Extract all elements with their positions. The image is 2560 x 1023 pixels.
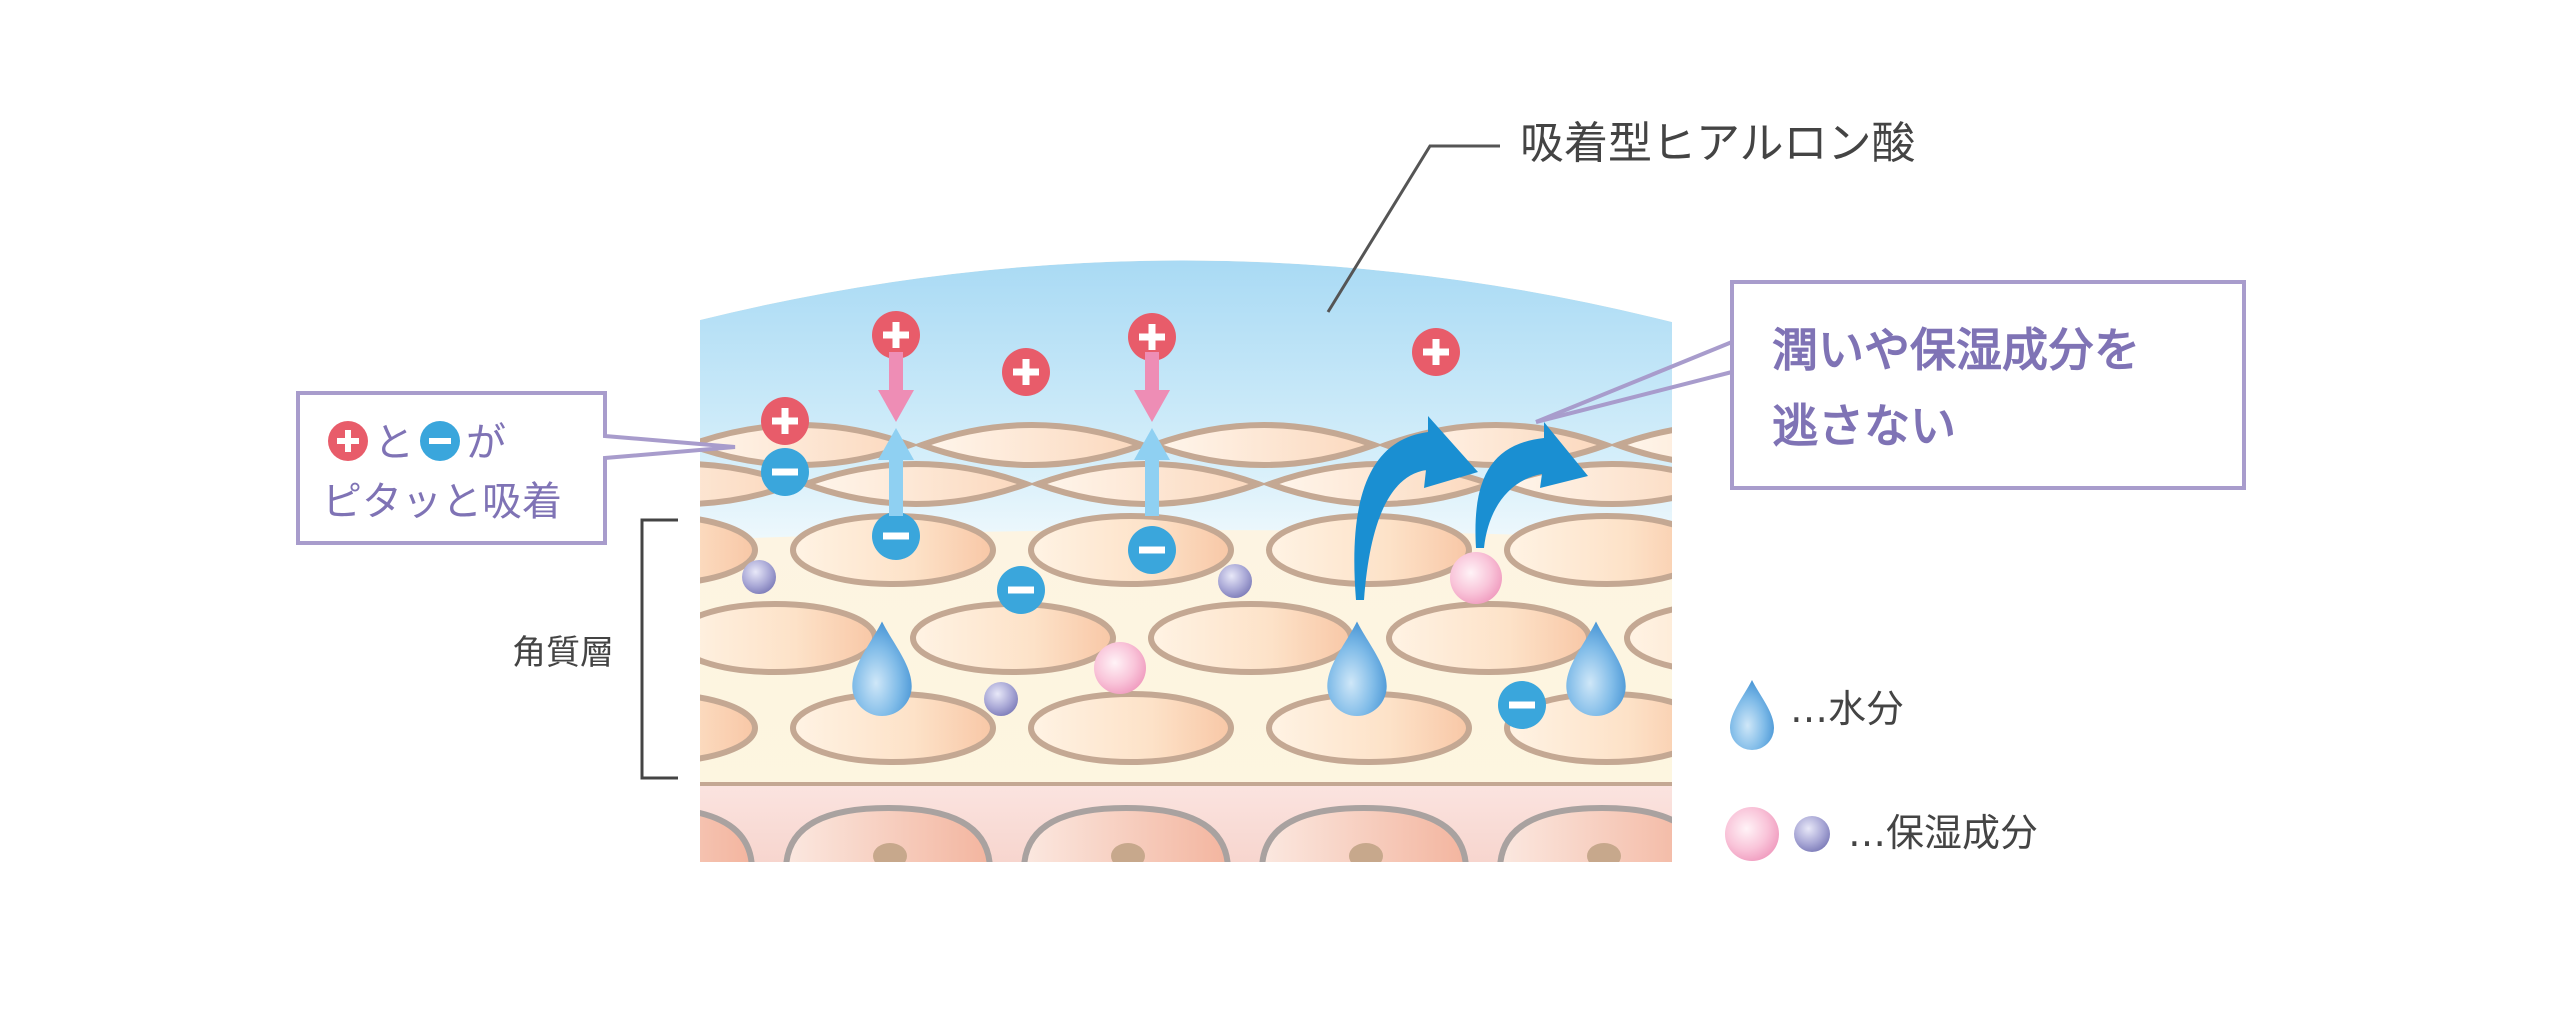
- cell-nucleus: [873, 843, 907, 863]
- water-drop-icon: [1327, 621, 1387, 716]
- pink-arrow: [1134, 352, 1170, 422]
- basal-cell-row: [635, 804, 2097, 869]
- water-drop-icon: [1730, 680, 1774, 750]
- curved-blue-arrow: [1354, 416, 1478, 600]
- corneocyte-cell: [910, 601, 1116, 675]
- plus-ion-icon: [1412, 328, 1460, 376]
- attract-mid-text: と: [374, 420, 414, 466]
- cell-nucleus: [1587, 843, 1621, 863]
- cell-nucleus: [1349, 843, 1383, 863]
- corneocyte-cell: [1386, 601, 1592, 675]
- pink-arrow: [878, 352, 914, 422]
- minus-ion-icon: [761, 448, 809, 496]
- basal-cell: [700, 804, 755, 863]
- minus-ion-icon: [420, 421, 460, 461]
- retain-line1-text: 潤いや保湿成分を: [1772, 323, 2140, 377]
- corneocyte-rows: [700, 513, 2183, 765]
- moisturizer-sphere-icon: [1094, 642, 1146, 694]
- corneocyte-cell: [700, 691, 758, 765]
- corneocyte-cell: [1504, 513, 1672, 587]
- plus-ion-icon: [1128, 313, 1176, 361]
- moisturizer-sphere-icon: [984, 682, 1018, 716]
- corneocyte-cell: [1148, 601, 1354, 675]
- retain-line2-text: 逃さない: [1772, 399, 1956, 453]
- plus-ion-icon: [872, 311, 920, 359]
- light-blue-arrow: [1134, 428, 1170, 516]
- basal-cell: [1021, 804, 1231, 863]
- flat-cell: [797, 461, 1035, 507]
- moisturizer-sphere-icon: [1725, 807, 1779, 861]
- stratum-bracket: [640, 518, 678, 780]
- corneocyte-cell: [1028, 691, 1234, 765]
- water-drop-icon: [1566, 621, 1626, 716]
- flat-cell: [1145, 422, 1383, 468]
- attract-callout: と が ピタッと吸着: [296, 391, 736, 545]
- attract-line2-text: ピタッと吸着: [322, 479, 562, 525]
- curved-blue-arrow: [1475, 422, 1588, 548]
- moisturizer-sphere-icon: [1450, 552, 1502, 604]
- light-blue-arrow: [878, 428, 914, 516]
- cell-nucleus: [635, 843, 669, 869]
- attract-end-text: が: [466, 420, 506, 466]
- basal-cell: [1259, 804, 1469, 863]
- corneocyte-cell: [1865, 604, 2065, 672]
- minus-ion-icon: [1128, 526, 1176, 574]
- cell-nucleus: [2063, 843, 2097, 869]
- attraction-arrows: [878, 352, 1170, 516]
- corneocyte-cell: [700, 513, 758, 587]
- legend-water-text: …水分: [1790, 687, 1904, 731]
- corneocyte-cell: [1983, 516, 2183, 584]
- corneocyte-cell: [700, 601, 878, 675]
- plus-ion-icon: [328, 421, 368, 461]
- flat-cell: [700, 422, 919, 468]
- basal-cell: [1497, 804, 1672, 863]
- retain-callout: 潤いや保湿成分を 逃さない: [1535, 280, 2246, 490]
- flat-cell: [913, 422, 1151, 468]
- legend-moist-text: …保湿成分: [1848, 811, 2038, 855]
- water-drop-icon: [852, 621, 912, 716]
- corneocyte-cell: [1983, 694, 2183, 762]
- plus-ion-icon: [761, 397, 809, 445]
- corneocyte-cell: [1624, 601, 1672, 675]
- hyaluronic-label: 吸着型ヒアルロン酸: [1520, 118, 1916, 169]
- moisturizer-sphere-icon: [1218, 564, 1252, 598]
- legend: …水分 …保湿成分: [1725, 680, 2038, 861]
- basal-cell: [783, 804, 993, 863]
- stratum-label: 角質層: [512, 633, 614, 673]
- minus-ion-icon: [872, 512, 920, 560]
- corneocyte-cell: [1745, 516, 1945, 584]
- moisturizer-sphere-icon: [1794, 816, 1830, 852]
- hyaluronic-leader-line: [1326, 144, 1500, 313]
- moisturizer-sphere-icon: [742, 560, 776, 594]
- blocked-moisture-arrows: [1354, 416, 1588, 600]
- minus-ion-icon: [1498, 681, 1546, 729]
- cell-nucleus: [1111, 843, 1145, 863]
- plus-ion-icon: [1002, 348, 1050, 396]
- molecules: [742, 311, 1626, 729]
- minus-ion-icon: [997, 566, 1045, 614]
